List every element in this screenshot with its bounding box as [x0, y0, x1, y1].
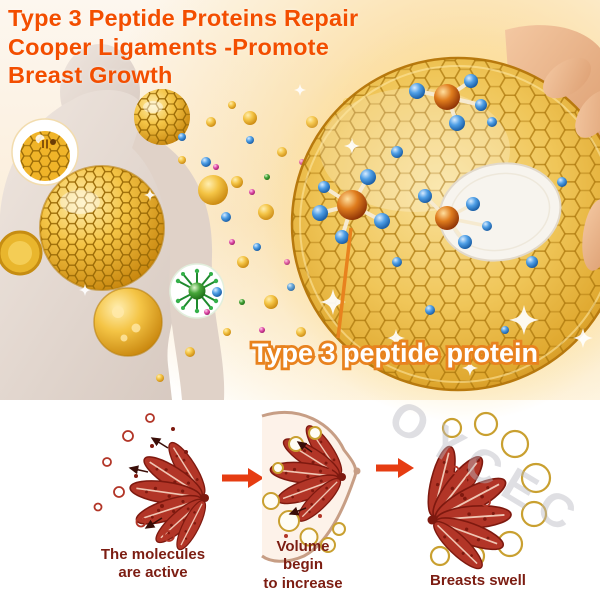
fingertips [543, 57, 600, 271]
headline-line3: Breast Growth [8, 62, 173, 89]
stage-arrow-icon [376, 458, 414, 478]
stage3-gland-diagram [421, 411, 552, 576]
honeycomb-mesh-ball-icon [39, 165, 165, 291]
honey-circle-icon [11, 118, 79, 186]
stage1-gland-diagram [93, 413, 212, 554]
peptide-molecule-icon [312, 169, 390, 244]
label-connector-line [336, 227, 353, 339]
nipple [353, 467, 361, 475]
green-molecule-icon [169, 263, 225, 319]
peptide-molecule-icon [418, 189, 492, 249]
patch-label: Type 3 peptide protein [252, 338, 538, 368]
headline-line1: Type 3 Peptide Proteins Repair [8, 5, 359, 31]
stage2-caption: Volume begin to increase [263, 538, 343, 592]
bee-icon [35, 134, 56, 149]
stage2-gland-diagram [261, 410, 361, 563]
stage1-caption: The molecules are active [100, 546, 206, 582]
honeycomb-ball-icon [134, 89, 190, 145]
gold-bubble-ball-icon [93, 287, 163, 357]
patch-center-hole [438, 162, 562, 262]
stage3-caption: Breasts swell [430, 572, 526, 589]
gold-coin-icon [0, 230, 43, 276]
stage-arrow-icon [222, 468, 264, 488]
headline-line2: Cooper Ligaments -Promote [8, 33, 329, 60]
small-gold-ball-icon [198, 175, 228, 205]
peptide-molecule-icon [409, 74, 487, 131]
thumb [582, 199, 600, 271]
patch-blue-beads [391, 117, 567, 334]
headline: Type 3 Peptide Proteins Repair Cooper Li… [8, 4, 428, 90]
